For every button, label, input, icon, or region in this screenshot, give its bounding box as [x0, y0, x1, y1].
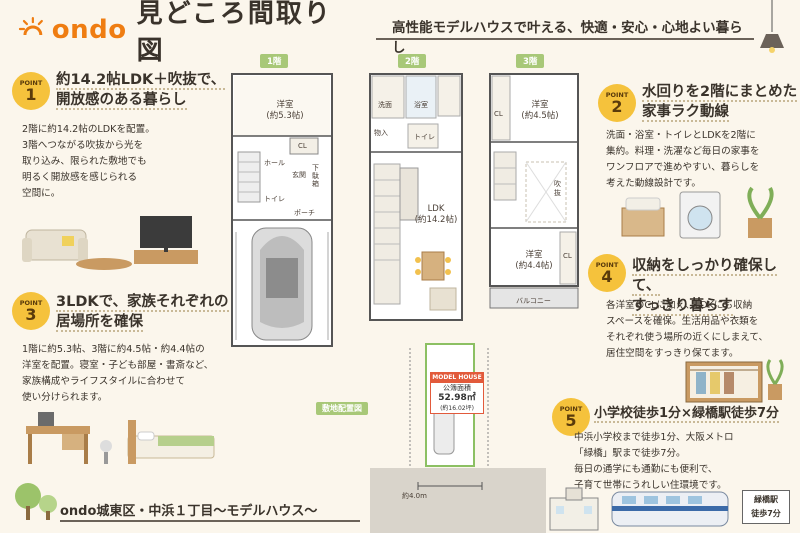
- tagline: 高性能モデルハウスで叶える、快適・安心・心地よい暮らし: [392, 20, 743, 56]
- station-sign: 緑橋駅徒歩7分: [742, 490, 790, 524]
- floor-3-plan: [489, 73, 579, 309]
- pendant-lamp-icon: [760, 0, 784, 53]
- point-3-title: 3LDKで、家族それぞれの居場所を確保: [56, 294, 229, 332]
- site-plan-tag: 敷地配置図: [316, 402, 368, 415]
- living-room-illustration: [22, 216, 198, 270]
- point-2-title: 水回りを2階にまとめた家事ラク動線: [642, 84, 798, 122]
- floor-1-tag: 1階: [260, 54, 289, 68]
- f3-void: 吹抜: [554, 180, 561, 197]
- point-4-body: 各洋室のCLに加え、LDKにも収納スペースを確保。生活用品や衣類をそれぞれ使う場…: [606, 300, 769, 359]
- f2-bath: 浴室: [414, 101, 428, 109]
- sun-logo-icon: [18, 17, 43, 36]
- point-1-body: 2階に約14.2帖のLDKを配置。3階へつながる吹抜から光を取り込み、限られた敷…: [22, 124, 155, 199]
- school-train-illustration: [549, 487, 729, 531]
- point-2-body: 洗面・浴室・トイレとLDKを2階に集約。料理・洗濯など毎日の家事をワンフロアで進…: [606, 130, 760, 189]
- f1-porch: ポーチ: [294, 209, 315, 217]
- point-5-body: 中浜小学校まで徒歩1分、大阪メトロ「緑橋」駅まで徒歩7分。毎日の通学にも通勤にも…: [574, 432, 734, 491]
- f3-western-bottom: 洋室(約4.4帖): [515, 250, 553, 271]
- f2-toilet: トイレ: [414, 133, 435, 141]
- f1-toilet: トイレ: [264, 195, 285, 203]
- f1-hall: ホール: [264, 159, 285, 167]
- site-frontage: 約4.0m: [402, 492, 427, 500]
- closet-illustration: [685, 359, 784, 403]
- model-house-box: MODEL HOUSE 公簿面積 52.98㎡ (約16.02坪): [430, 372, 484, 414]
- f3-balcony: バルコニー: [516, 297, 551, 305]
- site-plan-map: [370, 343, 546, 533]
- f3-western-top: 洋室(約4.5帖): [521, 100, 559, 121]
- bedroom-study-illustration: [26, 412, 215, 464]
- f1-entrance: 玄関: [292, 171, 306, 179]
- address-underline: [60, 520, 360, 522]
- floor-2-tag: 2階: [398, 54, 427, 68]
- page-title: 見どころ間取り図: [136, 0, 332, 66]
- f1-closet: CL: [298, 142, 307, 150]
- header-logo: ondo 見どころ間取り図: [18, 0, 358, 66]
- point-4-title: 収納をしっかり確保して、すっきり暮らす: [632, 258, 777, 316]
- f3-closet-top: CL: [494, 110, 503, 118]
- floor-1-plan: [231, 73, 333, 347]
- laundry-illustration: [621, 186, 774, 239]
- f2-wash: 洗面: [378, 101, 392, 109]
- floor-2-plan: [369, 73, 463, 321]
- tagline-divider: [376, 38, 754, 40]
- logo-wordmark: ondo: [51, 15, 127, 45]
- floor-3-tag: 3階: [516, 54, 545, 68]
- point-1-title: 約14.2帖LDK＋吹抜で、開放感のある暮らし: [56, 72, 226, 110]
- f1-western-room: 洋室(約5.3帖): [266, 100, 304, 121]
- address-title: ondo城東区・中浜１丁目〜モデルハウス〜: [60, 504, 318, 519]
- trees-icon: [15, 483, 57, 520]
- f3-closet-bottom: CL: [563, 252, 572, 260]
- f1-shoebox: 下駄箱: [312, 164, 319, 188]
- point-5-title: 小学校徒歩1分×緑橋駅徒歩7分: [594, 406, 779, 423]
- f2-storage: 物入: [374, 129, 388, 137]
- f2-ldk: LDK(約14.2帖): [414, 204, 458, 225]
- point-3-body: 1階に約5.3帖、3階に約4.5帖・約4.4帖の洋室を配置。寝室・子ども部屋・書…: [22, 344, 214, 403]
